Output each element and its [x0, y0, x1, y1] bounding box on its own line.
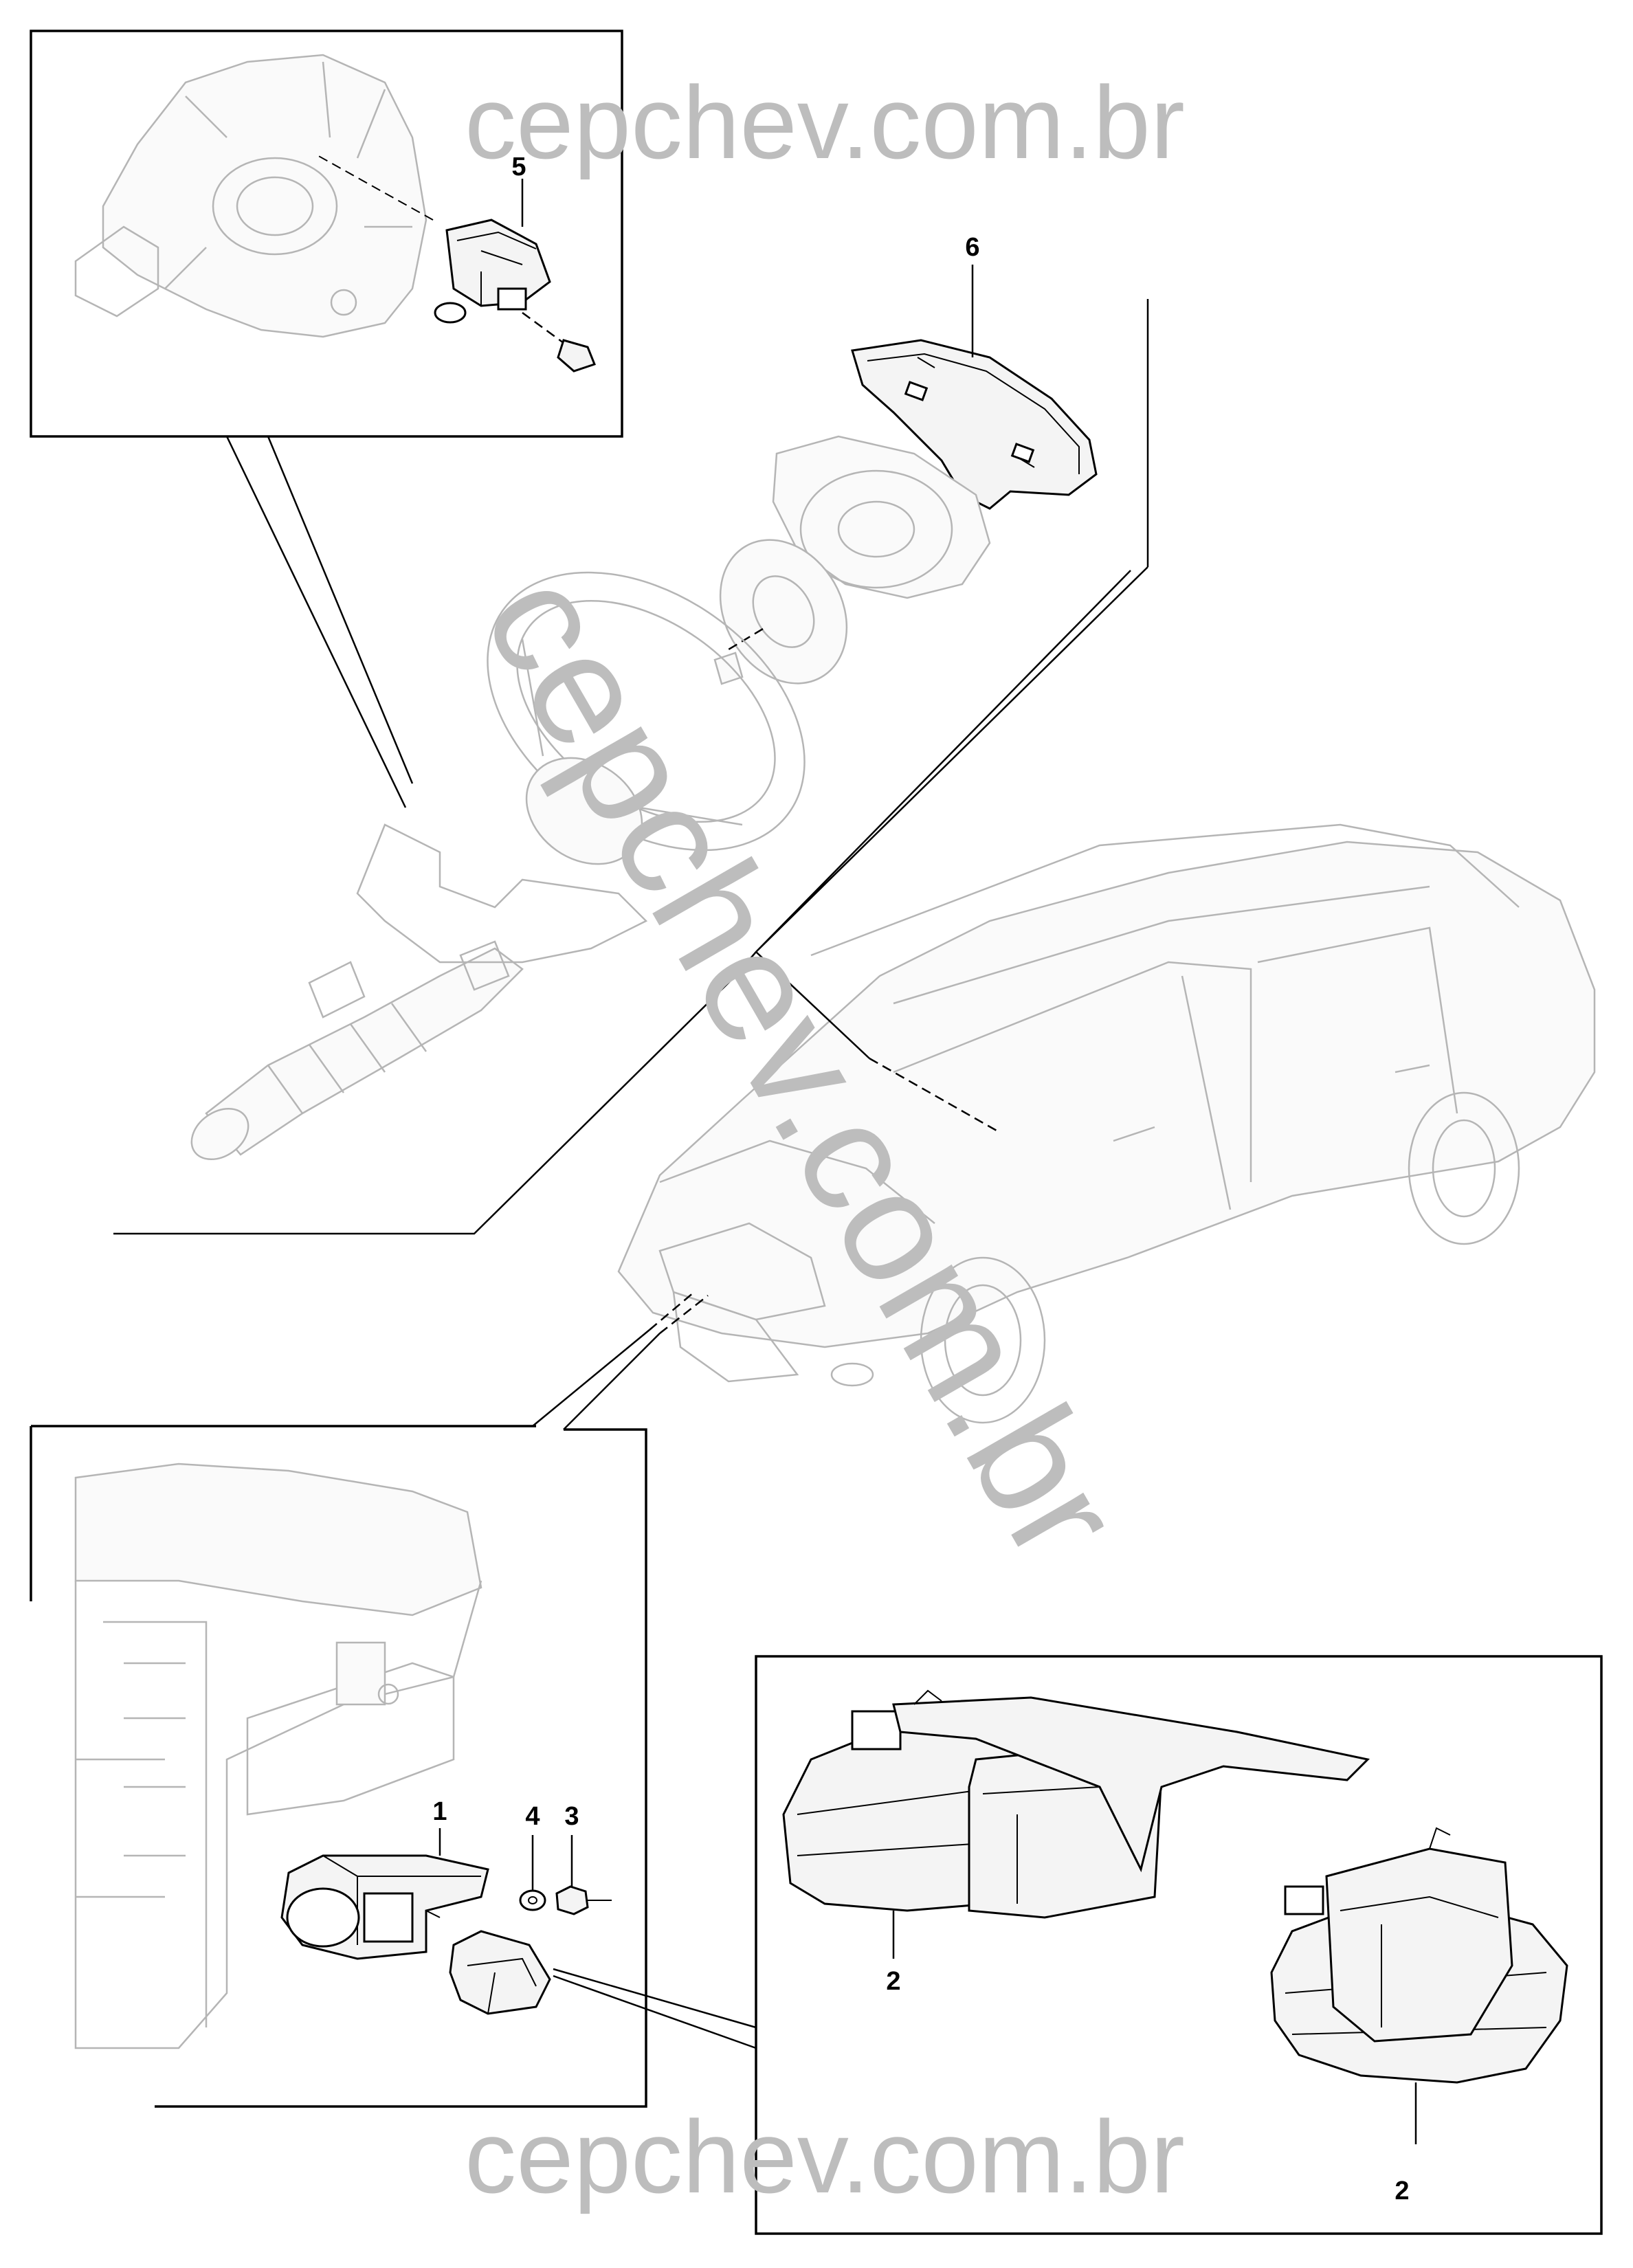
leader-horn-to-detail — [553, 1968, 757, 2049]
leader-car-to-horn-inset — [532, 1329, 660, 1430]
steering-column-shaft — [190, 823, 648, 1161]
callout-2-left: 2 — [886, 1967, 900, 1996]
steering-column-housing — [74, 54, 427, 338]
leader-column-to-car — [755, 951, 870, 1059]
vehicle-body — [617, 823, 1596, 1424]
column-inset-outline — [113, 299, 1149, 1235]
callout-1: 1 — [432, 1797, 447, 1826]
inset-frame-steering-column — [30, 30, 623, 438]
inset-frame-horn-location — [30, 1425, 647, 2108]
callout-6: 6 — [965, 233, 979, 262]
watermark-bottom: cepchev.com.br — [465, 2099, 1185, 2214]
watermark-top: cepchev.com.br — [465, 65, 1185, 180]
leader-steering-column — [225, 436, 414, 808]
horn-low-tone-small — [449, 1930, 551, 2015]
leader-car-to-horn-dashed — [649, 1291, 709, 1334]
callout-4: 4 — [525, 1802, 540, 1831]
callout-3: 3 — [564, 1802, 579, 1831]
inset-frame-horn-detail — [755, 1655, 1603, 2235]
contact-disc — [713, 539, 848, 685]
front-frame-rail — [74, 1463, 482, 2049]
horn-detail-left — [782, 1689, 1370, 1919]
steering-wheel-cover-plate — [851, 339, 1098, 510]
washer — [519, 1889, 546, 1911]
callout-2-right: 2 — [1395, 2177, 1409, 2205]
horn-bracket-assembly — [280, 1854, 489, 1960]
steering-wheel — [487, 571, 806, 865]
nut — [555, 1885, 612, 1915]
airbag-module — [772, 435, 991, 599]
horn-detail-right — [1270, 1827, 1568, 2084]
callout-5: 5 — [511, 153, 526, 181]
horn-contact-switch — [315, 154, 551, 324]
mounting-screw — [522, 311, 596, 373]
leader-column-to-car-dashed — [869, 1057, 997, 1132]
